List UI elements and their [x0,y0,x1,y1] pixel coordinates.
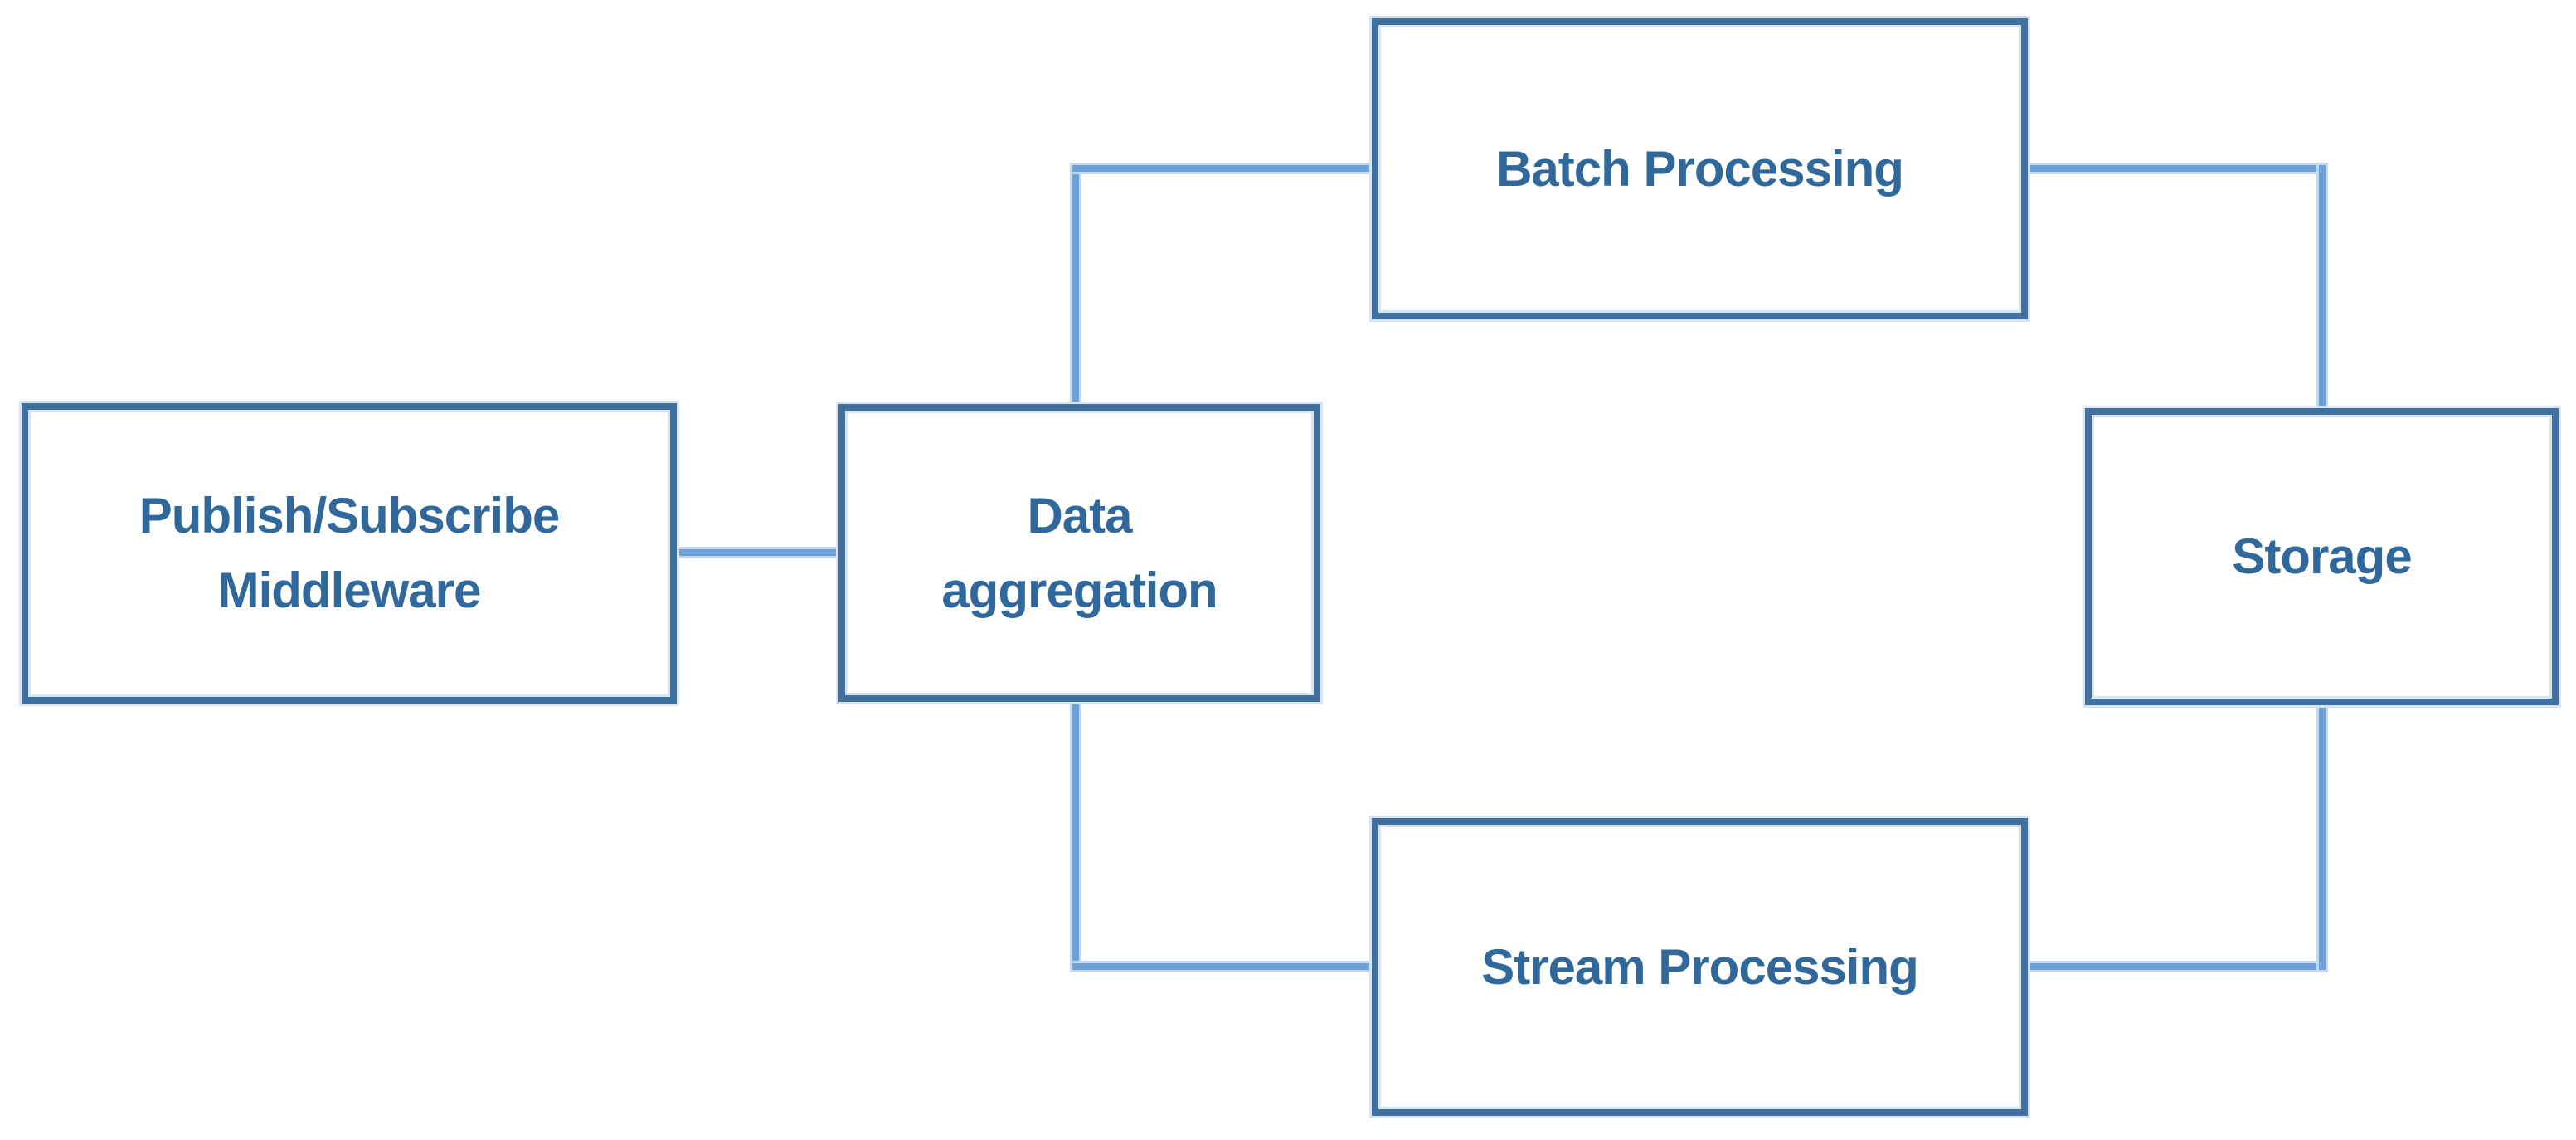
node-publish-subscribe-middleware: Publish/Subscribe Middleware [22,403,677,704]
node-label: Stream Processing [1481,938,1919,995]
edge-pubsub-aggregation [677,549,838,556]
node-label: Batch Processing [1496,140,1904,197]
node-label: Publish/Subscribe Middleware [139,488,560,618]
node-label: Data aggregation [941,487,1218,618]
edge-aggregation-batch-horizontal [1072,165,1372,172]
node-label: Storage [2232,529,2412,584]
node-storage: Storage [2085,408,2559,705]
edge-batch-storage-vertical [2319,165,2326,415]
edge-aggregation-stream-vertical [1072,697,1079,970]
edge-aggregation-stream-horizontal [1072,963,1372,970]
node-data-aggregation: Data aggregation [838,404,1320,702]
edge-batch-storage-horizontal [2028,165,2326,172]
edge-aggregation-batch-vertical [1072,165,1079,411]
edge-stream-storage-horizontal [2028,963,2326,970]
node-stream-processing: Stream Processing [1372,818,2028,1116]
edge-stream-storage-vertical [2319,700,2326,970]
node-batch-processing: Batch Processing [1372,18,2028,319]
